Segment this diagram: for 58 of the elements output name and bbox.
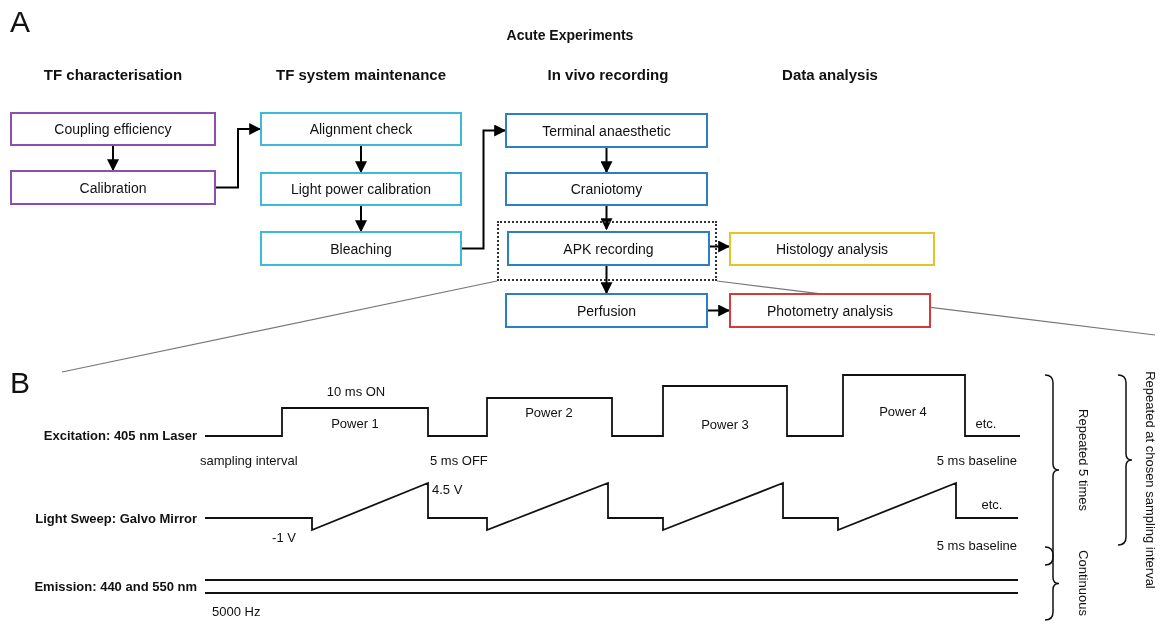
- column-heading: Data analysis: [782, 66, 878, 84]
- signal-label: Excitation: 405 nm Laser: [43, 428, 197, 444]
- box-label: Coupling efficiency: [54, 121, 172, 137]
- annotation: sampling interval: [200, 453, 298, 469]
- process-box: [260, 112, 462, 146]
- annotation: 5000 Hz: [212, 604, 261, 620]
- box-label: Perfusion: [576, 302, 637, 319]
- box-label: Photometry analysis: [766, 302, 894, 319]
- arrow: [355, 145, 367, 174]
- process-box: [10, 112, 216, 146]
- process-box: [507, 231, 710, 266]
- process-box: [505, 113, 708, 148]
- annotation: Power 3: [701, 417, 749, 433]
- column-heading: TF system maintenance: [275, 66, 447, 84]
- box-label: Histology analysis: [775, 241, 889, 257]
- bracket-label: Repeated 5 times: [1075, 409, 1091, 511]
- annotation: 5 ms baseline: [936, 538, 1017, 554]
- annotation: Power 1: [331, 416, 379, 432]
- arrow: [600, 205, 613, 231]
- process-box: [505, 172, 708, 206]
- process-box: [729, 293, 931, 328]
- box-label: Light power calibration: [290, 181, 432, 197]
- annotation: Power 2: [525, 405, 573, 421]
- bracket-label: Repeated at chosen sampling interval: [1142, 371, 1158, 589]
- annotation: -1 V: [272, 530, 296, 546]
- box-label: Craniotomy: [570, 181, 643, 197]
- panel-letter: A: [10, 4, 30, 40]
- box-label: Bleaching: [330, 240, 392, 257]
- annotation: 10 ms ON: [326, 384, 386, 400]
- annotation: Power 4: [879, 404, 927, 420]
- column-heading: TF characterisation: [43, 66, 183, 84]
- column-heading: In vivo recording: [547, 66, 669, 84]
- arrow: [215, 123, 262, 189]
- process-box: [10, 170, 216, 205]
- arrow: [355, 205, 367, 233]
- signal-label: Light Sweep: Galvo Mirror: [35, 511, 197, 527]
- diagram-title: Acute Experiments: [506, 26, 634, 44]
- arrow: [461, 124, 507, 250]
- annotation: etc.: [975, 416, 997, 432]
- process-box: [729, 232, 935, 266]
- box-label: APK recording: [563, 240, 654, 257]
- signal-label: Emission: 440 and 550 nm: [34, 579, 197, 595]
- arrow: [600, 147, 613, 174]
- annotation: 4.5 V: [432, 482, 463, 498]
- arrow: [107, 145, 119, 172]
- process-box: [505, 293, 708, 328]
- panel-letter: B: [10, 365, 30, 401]
- box-label: Alignment check: [309, 121, 413, 137]
- annotation: 5 ms baseline: [936, 453, 1017, 469]
- box-label: Calibration: [79, 179, 147, 196]
- process-box: [260, 231, 462, 266]
- highlight-box: [497, 221, 717, 281]
- annotation: 5 ms OFF: [430, 453, 488, 469]
- arrow: [707, 304, 731, 317]
- bracket-label: Continuous: [1075, 550, 1091, 616]
- annotation: etc.: [981, 497, 1003, 513]
- box-label: Terminal anaesthetic: [542, 122, 671, 139]
- process-box: [260, 172, 462, 206]
